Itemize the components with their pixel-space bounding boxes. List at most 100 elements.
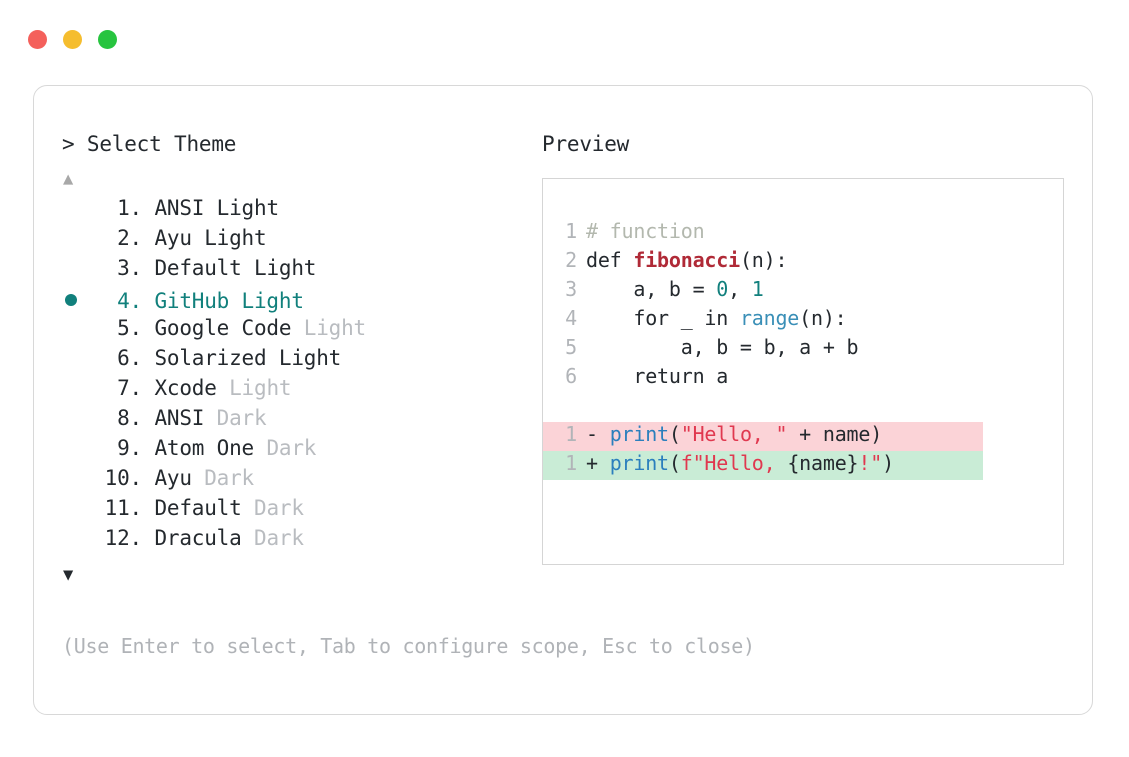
theme-item-index: 4. — [117, 289, 142, 313]
diff-line-content: print("Hello, " + name) — [610, 422, 883, 446]
line-number: 6 — [565, 364, 577, 388]
prompt-caret-icon: > — [62, 132, 75, 156]
theme-item-name: Xcode — [142, 376, 230, 400]
theme-item-variant: Dark — [254, 496, 304, 520]
theme-list-item[interactable]: 6. Solarized Light — [62, 346, 522, 376]
code-token: ( — [668, 451, 681, 475]
theme-list-item[interactable]: 5. Google Code Light — [62, 316, 522, 346]
code-token: return a — [586, 364, 729, 388]
diff-line-minus: 1- print("Hello, " + name) — [543, 422, 983, 451]
line-number: 5 — [565, 335, 577, 359]
theme-item-variant: Dark — [254, 526, 304, 550]
theme-list-item[interactable]: 1. ANSI Light — [62, 196, 522, 226]
theme-list-item[interactable]: 9. Atom One Dark — [62, 436, 522, 466]
scroll-up-icon[interactable]: ▲ — [63, 169, 74, 189]
code-line-content: return a — [586, 364, 728, 388]
theme-item-name: GitHub — [142, 289, 242, 313]
code-line: 1# function — [543, 219, 1063, 248]
code-line-content: a, b = b, a + b — [586, 335, 859, 359]
code-token: + name) — [787, 422, 883, 446]
line-number: 3 — [565, 277, 577, 301]
code-line: 5 a, b = b, a + b — [543, 335, 1063, 364]
theme-list-item[interactable]: 3. Default Light — [62, 256, 522, 286]
theme-item-name: Dracula — [142, 526, 254, 550]
code-token: 1 — [751, 277, 764, 301]
code-token: def — [586, 248, 634, 272]
theme-item-name: Atom One — [142, 436, 267, 460]
theme-item-name: Ayu — [142, 226, 205, 250]
code-token: {name} — [787, 451, 859, 475]
code-token: (n): — [739, 248, 788, 272]
code-token: (n): — [799, 306, 847, 330]
theme-list-item[interactable]: 2. Ayu Light — [62, 226, 522, 256]
theme-item-index: 8. — [117, 406, 142, 430]
diff-line-content: print(f"Hello, {name}!") — [610, 451, 894, 475]
keyboard-hint: (Use Enter to select, Tab to configure s… — [62, 634, 755, 658]
theme-item-index: 12. — [104, 526, 143, 550]
theme-item-index: 7. — [117, 376, 142, 400]
code-line-content: def fibonacci(n): — [586, 248, 788, 272]
theme-item-index: 10. — [104, 466, 143, 490]
theme-item-variant: Light — [303, 316, 366, 340]
line-number: 1 — [565, 422, 577, 446]
theme-list-item[interactable]: 11. Default Dark — [62, 496, 522, 526]
theme-item-variant: Dark — [204, 466, 254, 490]
theme-item-index: 3. — [117, 256, 142, 280]
scroll-down-icon[interactable]: ▼ — [63, 565, 74, 585]
code-token: , — [728, 277, 752, 301]
close-icon[interactable] — [28, 30, 47, 49]
code-token: "Hello, " — [680, 422, 788, 446]
theme-item-name: Default — [142, 256, 254, 280]
code-line: 3 a, b = 0, 1 — [543, 277, 1063, 306]
theme-item-name: Solarized — [142, 346, 279, 370]
theme-item-variant: Dark — [216, 406, 267, 430]
theme-item-name: ANSI — [142, 406, 217, 430]
code-spacer — [543, 393, 1063, 422]
theme-item-variant: Light — [241, 289, 304, 313]
line-number: 4 — [565, 306, 577, 330]
theme-item-name: Ayu — [142, 466, 205, 490]
code-token: # function — [586, 219, 705, 243]
window-traffic-lights — [28, 30, 117, 49]
theme-item-variant: Light — [216, 196, 279, 220]
theme-list-item[interactable]: 7. Xcode Light — [62, 376, 522, 406]
theme-list-item[interactable]: 10. Ayu Dark — [62, 466, 522, 496]
theme-item-name: ANSI — [142, 196, 217, 220]
code-line-content: for _ in range(n): — [586, 306, 847, 330]
line-number: 2 — [565, 248, 577, 272]
code-line: 6 return a — [543, 364, 1063, 393]
line-number: 1 — [565, 451, 577, 475]
theme-item-index: 9. — [117, 436, 142, 460]
code-token: a, b = b, a + b — [586, 335, 859, 359]
prompt-header: > Select Theme — [62, 132, 522, 156]
page-title: Select Theme — [86, 132, 237, 156]
code-token: !" — [858, 451, 883, 475]
maximize-icon[interactable] — [98, 30, 117, 49]
theme-item-index: 1. — [117, 196, 142, 220]
theme-item-variant: Light — [204, 226, 267, 250]
theme-item-name: Default — [142, 496, 254, 520]
code-token: ) — [882, 451, 894, 475]
code-token: f"Hello, — [680, 451, 788, 475]
theme-list-item[interactable]: 8. ANSI Dark — [62, 406, 522, 436]
code-token: print — [609, 451, 669, 475]
minimize-icon[interactable] — [63, 30, 82, 49]
code-line-content: # function — [586, 219, 705, 243]
code-token: for _ in — [586, 306, 740, 330]
theme-item-index: 2. — [117, 226, 142, 250]
theme-item-index: 5. — [117, 316, 142, 340]
code-token: fibonacci — [633, 248, 740, 272]
code-token: 0 — [716, 277, 729, 301]
theme-item-variant: Light — [254, 256, 317, 280]
theme-list-item[interactable]: 12. Dracula Dark — [62, 526, 522, 556]
diff-line-plus: 1+ print(f"Hello, {name}!") — [543, 451, 983, 480]
selected-bullet-icon — [62, 286, 96, 316]
diff-sign: - — [586, 422, 610, 446]
theme-item-variant: Light — [278, 346, 342, 370]
theme-list-item[interactable]: 4. GitHub Light — [62, 286, 522, 316]
